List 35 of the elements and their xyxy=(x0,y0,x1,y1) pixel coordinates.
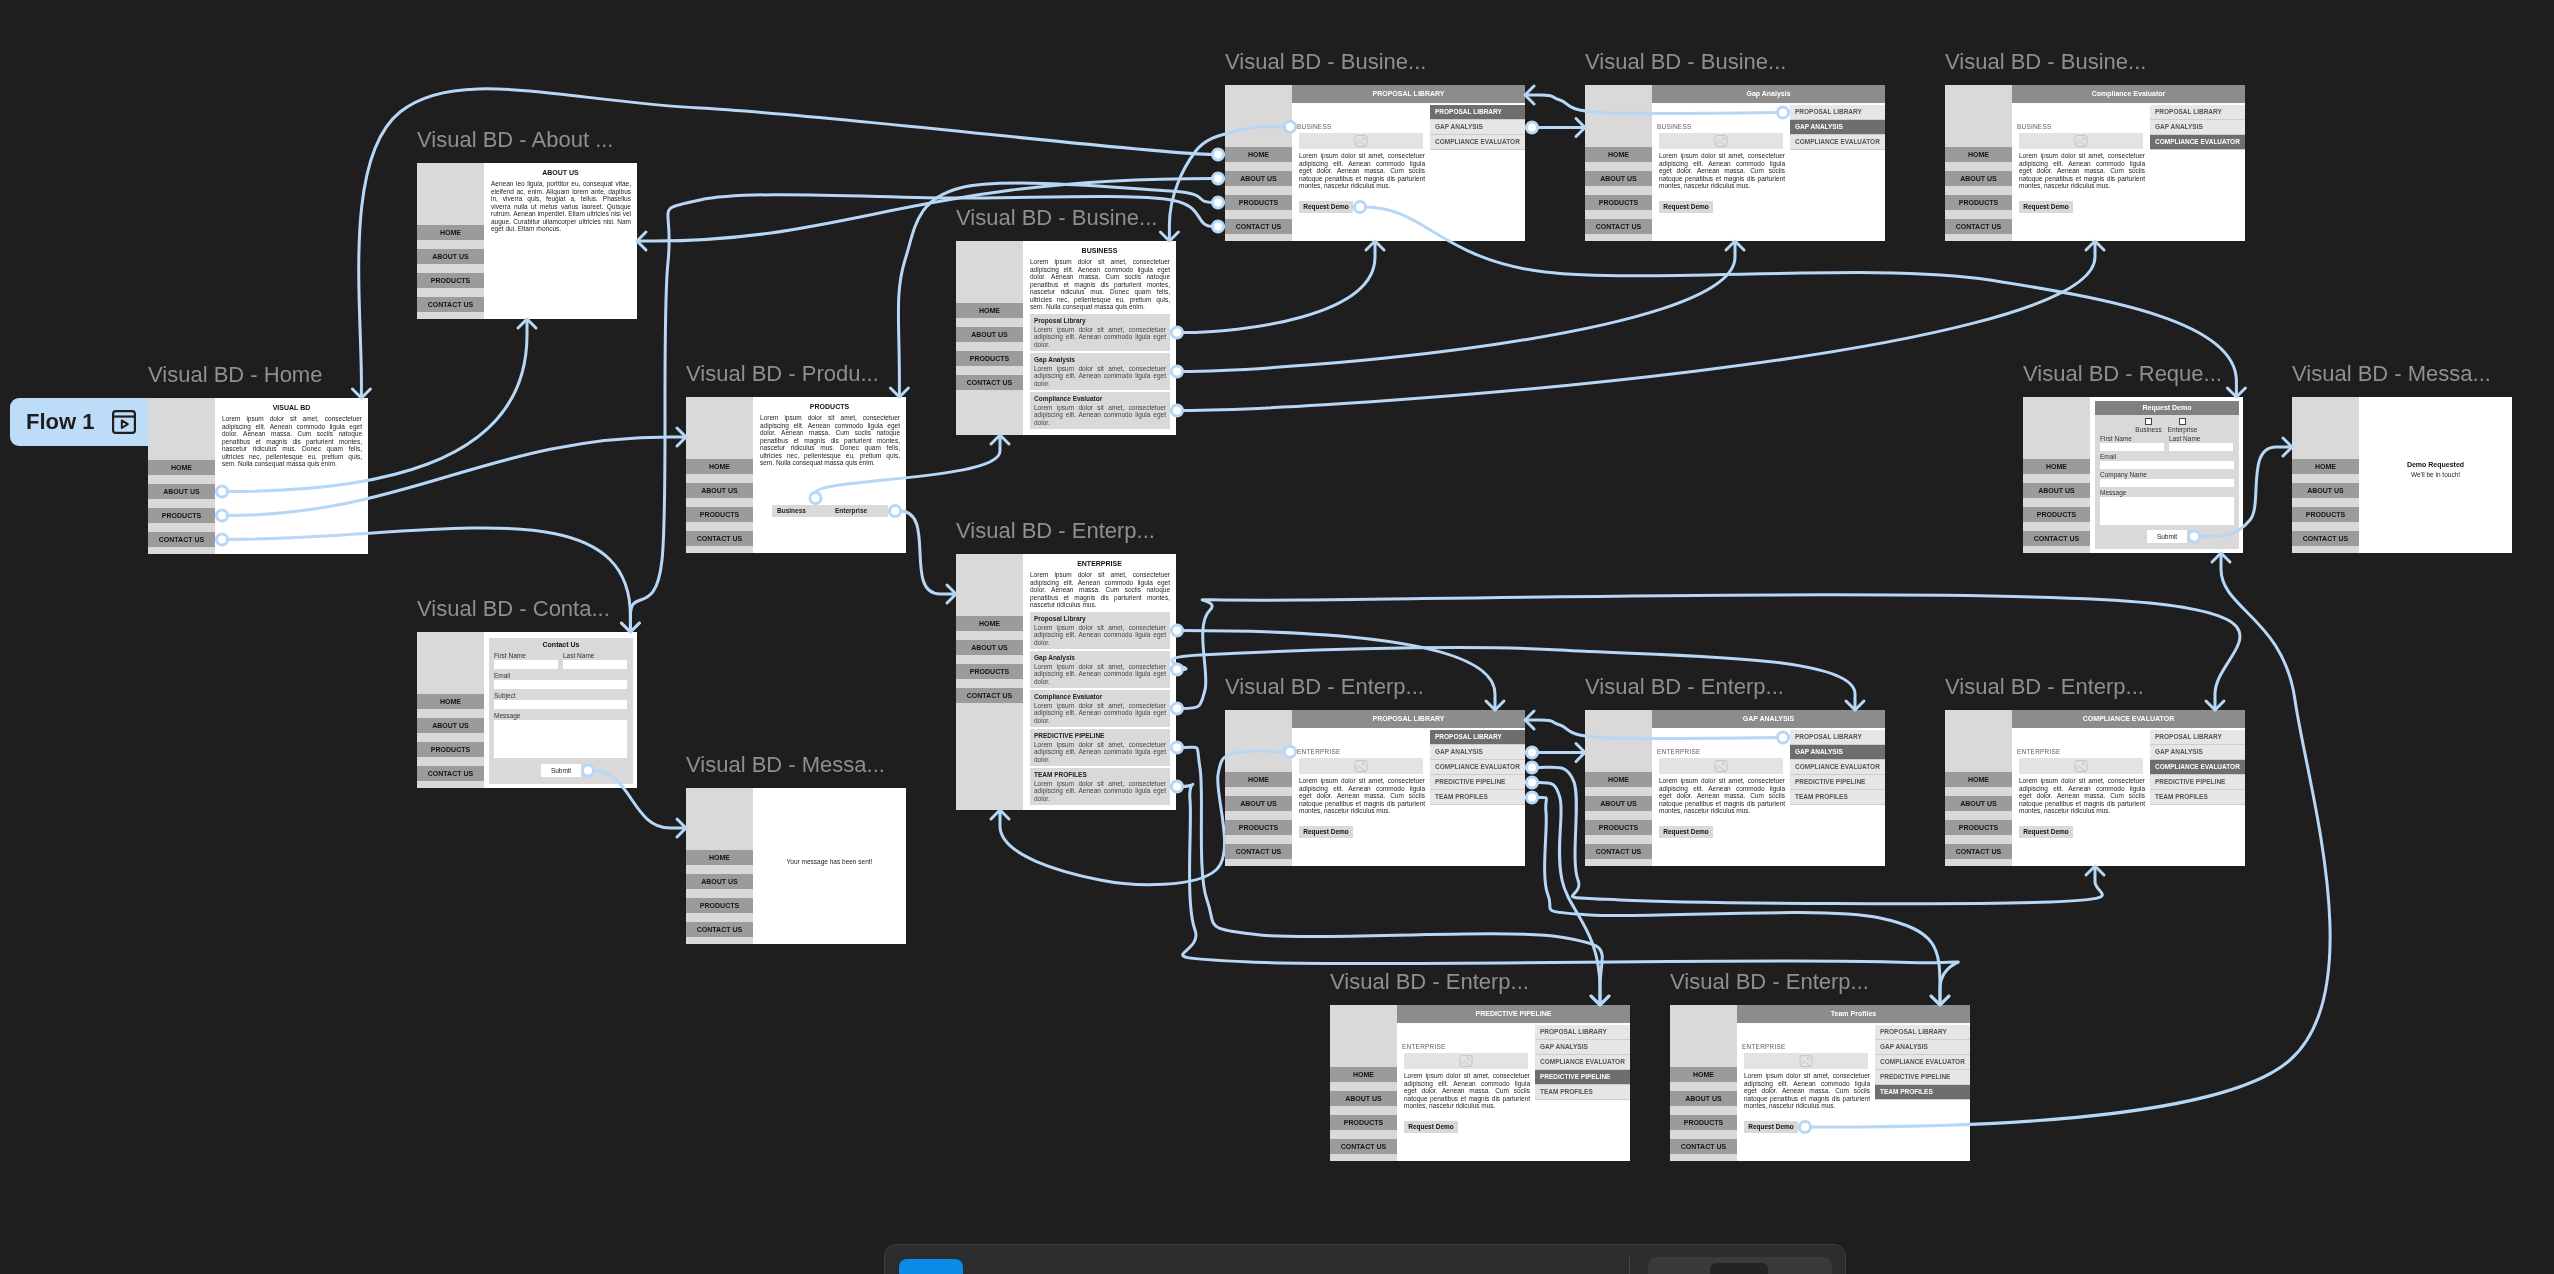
feature-card xyxy=(1030,729,1170,766)
flow-connector xyxy=(1523,84,1790,120)
flow-connector xyxy=(1353,200,2247,399)
feature-card xyxy=(1030,768,1170,805)
flow-name: Flow 1 xyxy=(26,409,95,435)
flow-connector xyxy=(1525,117,1587,138)
flow-connector xyxy=(1523,709,1790,745)
flow-connector xyxy=(215,317,538,499)
feature-card xyxy=(1030,314,1170,351)
feature-card xyxy=(1030,612,1170,649)
flow-connector xyxy=(1170,646,1866,712)
flow-connector xyxy=(1525,742,1587,763)
flow-connector xyxy=(581,763,688,839)
flow-connector xyxy=(888,504,958,605)
flow-connector xyxy=(215,426,688,523)
flow-connector xyxy=(888,181,1225,399)
feature-card xyxy=(1030,651,1170,688)
flow-connector xyxy=(808,433,1011,505)
flow-connector xyxy=(1798,551,2332,1134)
flow-connector xyxy=(1170,239,2106,418)
flow-connector xyxy=(1170,239,1746,379)
flow-connector xyxy=(1170,239,1386,340)
flow-connector xyxy=(2187,436,2294,544)
flow-connector xyxy=(1170,623,1506,712)
feature-card xyxy=(1030,353,1170,390)
flow-connector xyxy=(619,193,1225,634)
flow-connector xyxy=(350,87,1225,400)
flow-connector xyxy=(1170,593,2241,716)
flow-connector xyxy=(635,171,1225,252)
flow-connector xyxy=(1158,119,1297,243)
form-panel xyxy=(2095,401,2239,549)
flow-tag xyxy=(10,398,148,446)
feature-card xyxy=(1030,392,1170,429)
form-panel xyxy=(489,638,633,784)
feature-card xyxy=(1030,690,1170,727)
